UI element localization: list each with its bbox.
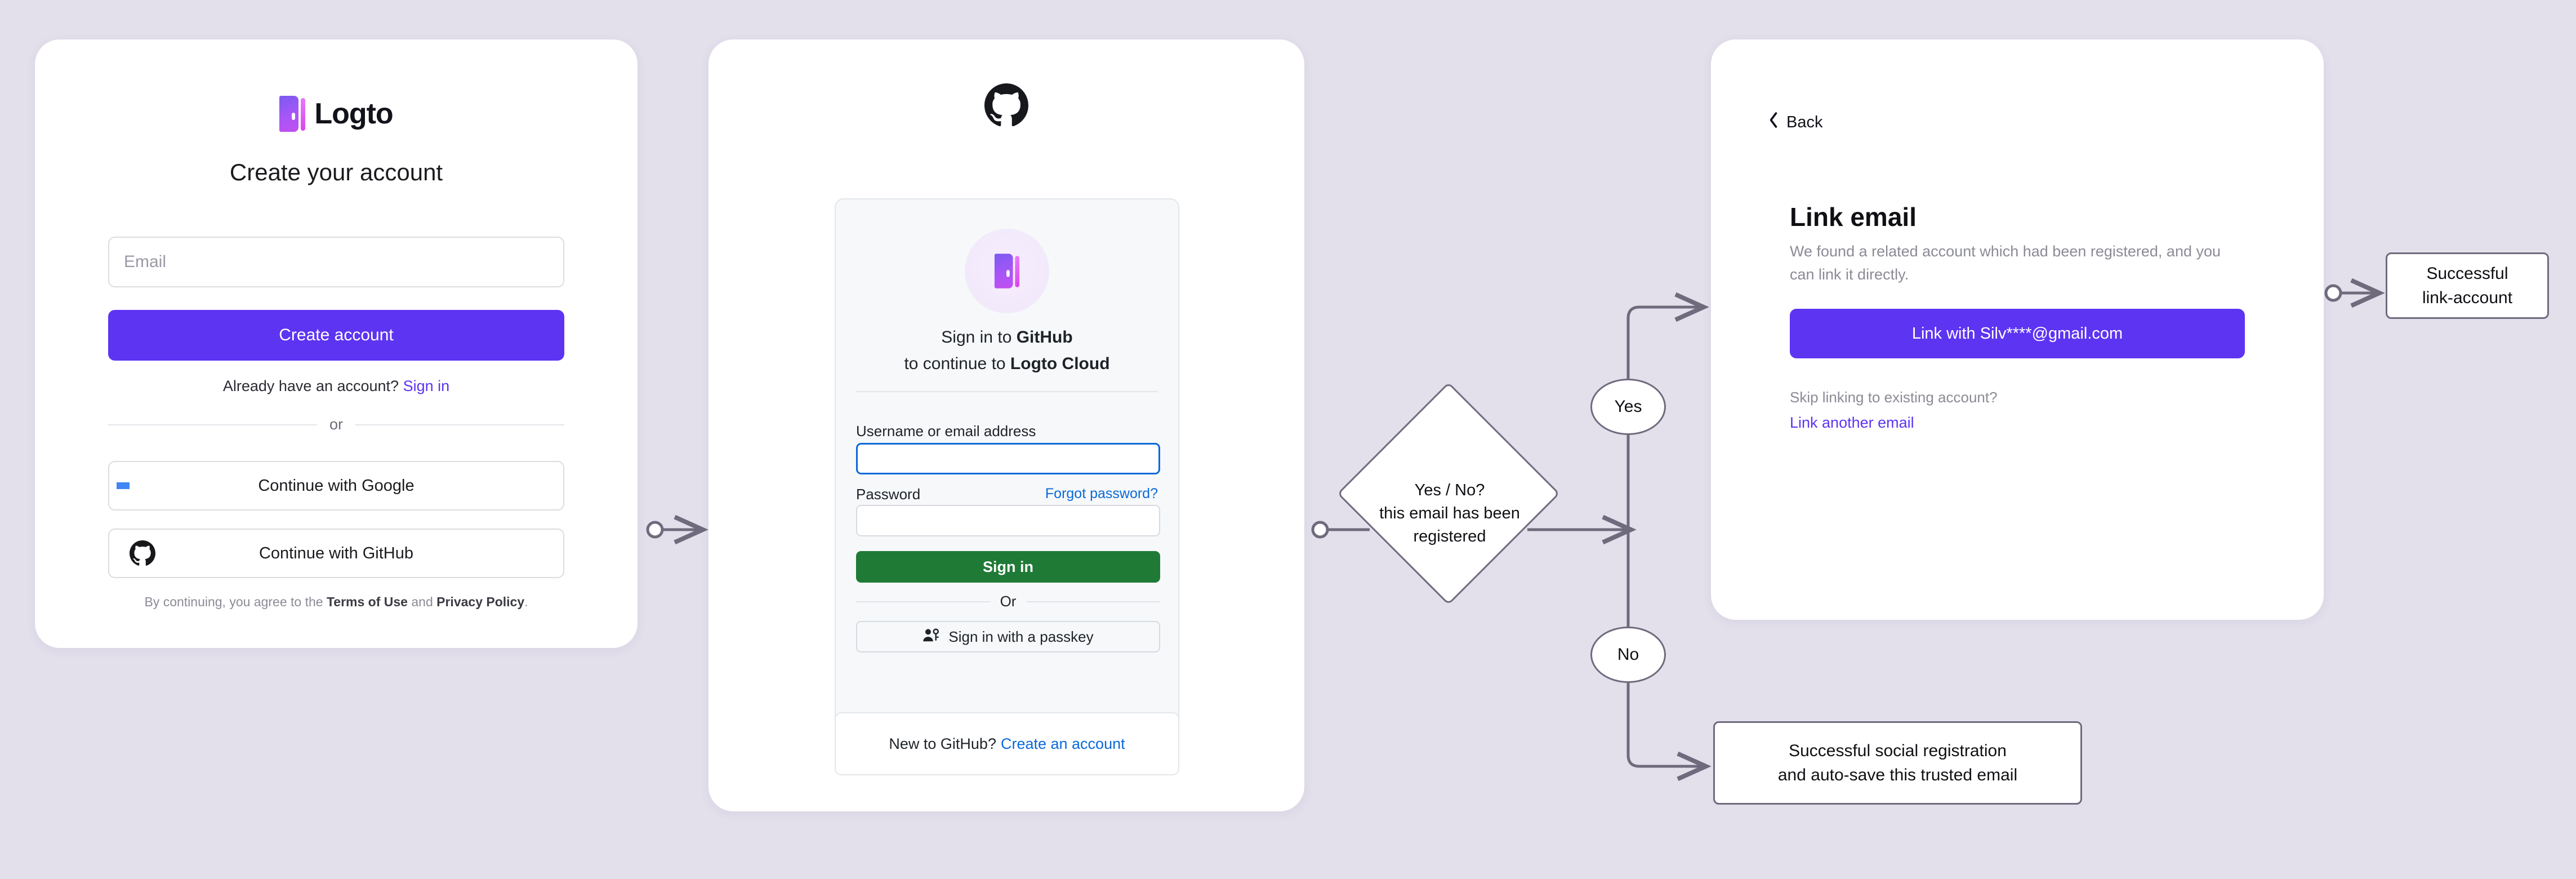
heading-line1-prefix: Sign in to [941,328,1017,347]
decision-line-1: Yes / No? [1414,481,1485,499]
or-label: or [329,416,344,433]
skip-linking-label: Skip linking to existing account? [1790,389,1998,406]
continue-with-google-button[interactable]: Continue with Google [108,461,564,510]
link-with-email-button[interactable]: Link with Silv****@gmail.com [1790,309,2245,358]
yes-branch-node: Yes [1590,379,1666,435]
link-email-card: Back Link email We found a related accou… [1711,39,2324,620]
app-logo-badge [965,229,1049,313]
outcome-social-line-1: Successful social registration [1789,741,2007,760]
email-placeholder: Email [124,252,167,271]
github-button-label: Continue with GitHub [259,544,414,562]
logto-door-icon [994,254,1020,288]
heading-app: Logto Cloud [1010,354,1110,373]
username-label: Username or email address [856,423,1036,440]
outcome-link-line-1: Successful [2426,264,2508,283]
privacy-policy-link[interactable]: Privacy Policy [436,594,525,609]
have-account-text: Already have an account? [222,378,399,394]
google-button-label: Continue with Google [258,476,415,495]
google-g-icon [130,473,155,499]
create-an-account-link[interactable]: Create an account [1000,735,1125,752]
heading-provider: GitHub [1016,328,1073,347]
new-to-github-panel: New to GitHub? Create an account [835,712,1179,775]
passkey-button-label: Sign in with a passkey [948,628,1094,645]
terms-of-use-link[interactable]: Terms of Use [326,594,408,609]
outcome-link-line-2: link-account [2422,288,2513,307]
have-account-row: Already have an account? Sign in [35,378,638,395]
github-mark-icon [130,540,155,566]
decision-line-2: this email has been [1379,504,1520,523]
email-input[interactable]: Email [108,237,564,287]
sign-in-link[interactable]: Sign in [403,378,450,394]
or-label: Or [1000,593,1017,610]
create-account-button[interactable]: Create account [108,310,564,361]
panel-divider [856,391,1158,392]
sign-in-button[interactable]: Sign in [856,551,1160,583]
link-another-email-link[interactable]: Link another email [1790,414,1914,431]
chevron-left-icon [1768,112,1779,133]
page-title: Link email [1790,202,1917,232]
back-label: Back [1786,113,1823,131]
logto-wordmark: Logto [314,97,393,130]
continue-with-github-button[interactable]: Continue with GitHub [108,529,564,578]
username-input[interactable] [856,443,1160,474]
password-input[interactable] [856,505,1160,536]
back-button[interactable]: Back [1768,112,1822,133]
page-title: Create your account [229,159,443,185]
outcome-social-line-2: and auto-save this trusted email [1777,766,2018,784]
outcome-successful-social-registration: Successful social registration and auto-… [1713,721,2082,805]
logto-brand: Logto [35,96,638,132]
logto-door-icon [279,96,306,132]
or-divider: or [108,416,565,433]
github-mark-icon [984,83,1028,130]
outcome-successful-link-account: Successful link-account [2386,252,2549,319]
forgot-password-link[interactable]: Forgot password? [1045,486,1158,501]
no-branch-node: No [1590,627,1666,683]
github-signin-card: Sign in to GitHub to continue to Logto C… [708,39,1304,811]
github-signin-panel: Sign in to GitHub to continue to Logto C… [835,198,1179,762]
password-label: Password [856,486,921,503]
terms-period: . [524,594,528,609]
divider-rule-left [108,424,317,425]
decision-line-3: registered [1413,527,1486,546]
terms-and: and [411,594,433,609]
divider-rule-right [1026,601,1161,602]
signup-card: Logto Create your account Email Create a… [35,39,638,648]
divider-rule-left [856,601,990,602]
decision-diamond-label: Yes / No? this email has been registered [1352,479,1548,549]
terms-prefix: By continuing, you agree to the [144,594,323,609]
signin-heading: Sign in to GitHub to continue to Logto C… [836,325,1178,377]
sign-in-with-passkey-button[interactable]: Sign in with a passkey [856,621,1160,652]
page-description: We found a related account which had bee… [1790,243,2221,283]
new-to-github-text: New to GitHub? [889,735,996,752]
heading-line2-prefix: to continue to [904,354,1010,373]
terms-notice: By continuing, you agree to the Terms of… [35,594,638,610]
or-divider: Or [856,593,1161,610]
person-key-icon [922,628,939,646]
divider-rule-right [355,424,565,425]
